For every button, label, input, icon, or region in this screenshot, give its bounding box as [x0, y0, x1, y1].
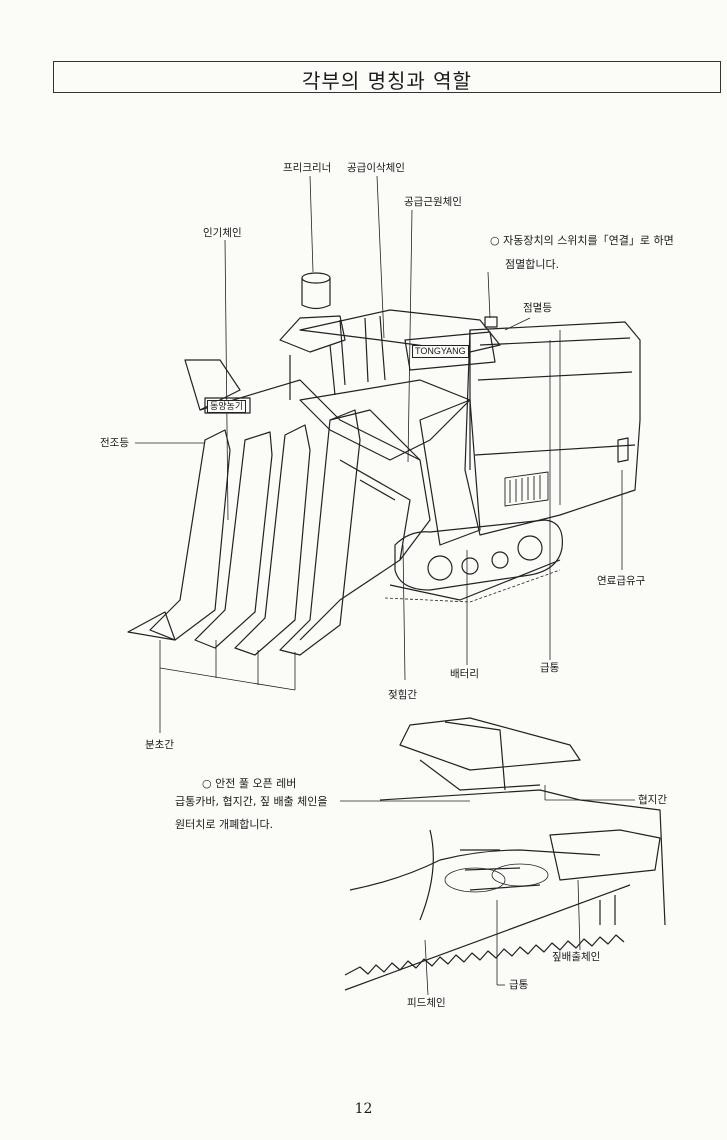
page-number: 12 — [354, 1101, 373, 1117]
note-safety-line2: 급통카바, 협지간, 짚 배출 체인을 — [175, 795, 328, 808]
label-threshing-drum-bottom: 급통 — [509, 979, 529, 991]
machine-brand-plate: TONGYANG — [412, 345, 469, 358]
machine-detail-drawing — [340, 717, 666, 996]
machine-main-drawing — [127, 175, 641, 733]
label-stalk-guide: 젖힘간 — [388, 689, 417, 701]
label-pre-cleaner: 프리크리너 — [283, 162, 332, 174]
label-straw-chain: 짚배출체인 — [552, 951, 601, 963]
note-safety-line3: 원터치로 개폐합니다. — [175, 818, 274, 831]
label-flash-lamp: 점멸등 — [523, 302, 552, 314]
machine-front-plate: 동양농기 — [207, 400, 247, 413]
page-title: 각부의 명칭과 역할 — [302, 69, 472, 93]
label-headlight: 전조등 — [100, 437, 129, 449]
label-pulling-chain: 인기체인 — [203, 227, 242, 239]
label-feed-root-chain: 공급근원체인 — [404, 196, 462, 208]
label-feed-upper-chain: 공급이삭체인 — [347, 162, 405, 174]
label-feed-chain: 피드체인 — [407, 997, 446, 1009]
note-auto-switch-line2: 점멸합니다. — [505, 258, 560, 271]
label-fuel-inlet: 연료급유구 — [597, 575, 646, 587]
title-box: 각부의 명칭과 역할 — [53, 61, 721, 93]
label-threshing-drum-top: 급통 — [540, 662, 560, 674]
label-divider: 분초간 — [145, 739, 174, 751]
label-battery: 배터리 — [450, 668, 479, 680]
note-auto-switch-line1: ○ 자동장치의 스위치를「연결」로 하면 — [490, 234, 674, 247]
label-presser-bar: 협지간 — [638, 794, 667, 806]
note-safety-line1: ○ 안전 풀 오픈 레버 — [202, 777, 297, 790]
